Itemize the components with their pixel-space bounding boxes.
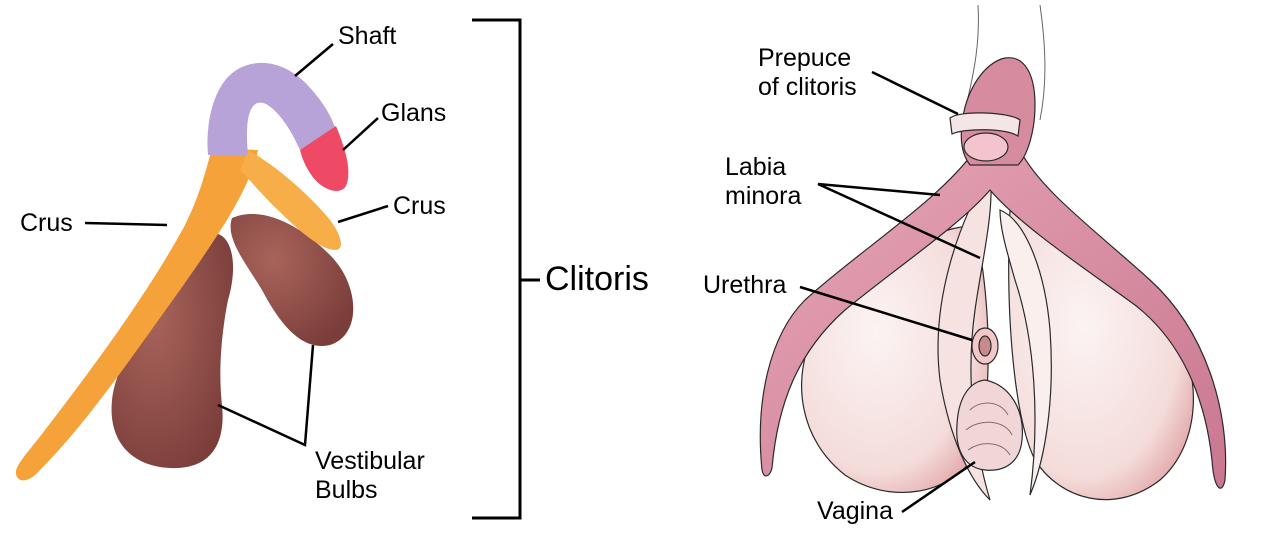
labia-leader-line-b: [817, 182, 981, 260]
urethra-inner: [978, 335, 992, 357]
label-glans: Glans: [381, 99, 447, 127]
glans-shape: [300, 126, 349, 191]
label-labia-line2: minora: [725, 182, 802, 210]
left-leader-lines: [84, 43, 389, 447]
label-vagina: Vagina: [817, 497, 893, 525]
crus-left-leader-line: [84, 221, 168, 227]
label-vestibular-line2: Bulbs: [315, 476, 378, 504]
label-urethra: Urethra: [703, 271, 787, 299]
right-leader-lines: [799, 70, 981, 514]
label-shaft: Shaft: [338, 22, 397, 50]
vestibular-bulb-front: [111, 233, 234, 469]
label-crus-right: Crus: [393, 192, 446, 220]
right-external-anatomy: [759, 4, 1227, 501]
label-crus-left: Crus: [20, 209, 73, 237]
vaginal-rugae: [965, 402, 1013, 456]
prepuce-hood-ring: [949, 112, 1021, 137]
shaft-leader-line: [294, 43, 334, 77]
shaft-shape: [207, 62, 336, 155]
vagina-leader-line: [901, 460, 976, 514]
urethra-leader-line: [799, 285, 973, 342]
vestibular-leader-line-left: [217, 344, 315, 447]
label-prepuce-line1: Prepuce: [758, 44, 852, 72]
label-prepuce-of-clitoris: Prepuce of clitoris: [758, 44, 857, 102]
glans-leader-line: [342, 117, 379, 151]
label-vestibular-line1: Vestibular: [315, 447, 425, 475]
label-prepuce-line2: of clitoris: [758, 73, 857, 101]
label-vestibular-bulbs: Vestibular Bulbs: [315, 447, 425, 505]
left-clitoris-model: [15, 62, 354, 481]
vestibular-bulb-back: [230, 213, 354, 346]
labia-minora-right-shape: [999, 209, 1052, 496]
prepuce-leader-line: [871, 70, 959, 116]
vaginal-opening: [956, 379, 1023, 471]
clitoris-bracket: [472, 18, 540, 520]
glans-tip-shape: [963, 132, 1009, 162]
pink-crura-shape: [759, 149, 1227, 489]
label-clitoris: Clitoris: [545, 260, 649, 298]
labia-minora-left-shape: [937, 168, 992, 501]
crus-right-leader-line: [337, 204, 389, 224]
label-labia-minora: Labia minora: [725, 153, 801, 211]
labia-leader-line-a: [817, 182, 941, 197]
crus-right-shape: [240, 150, 342, 250]
crus-left-shape: [15, 148, 258, 481]
label-labia-line1: Labia: [725, 153, 787, 181]
